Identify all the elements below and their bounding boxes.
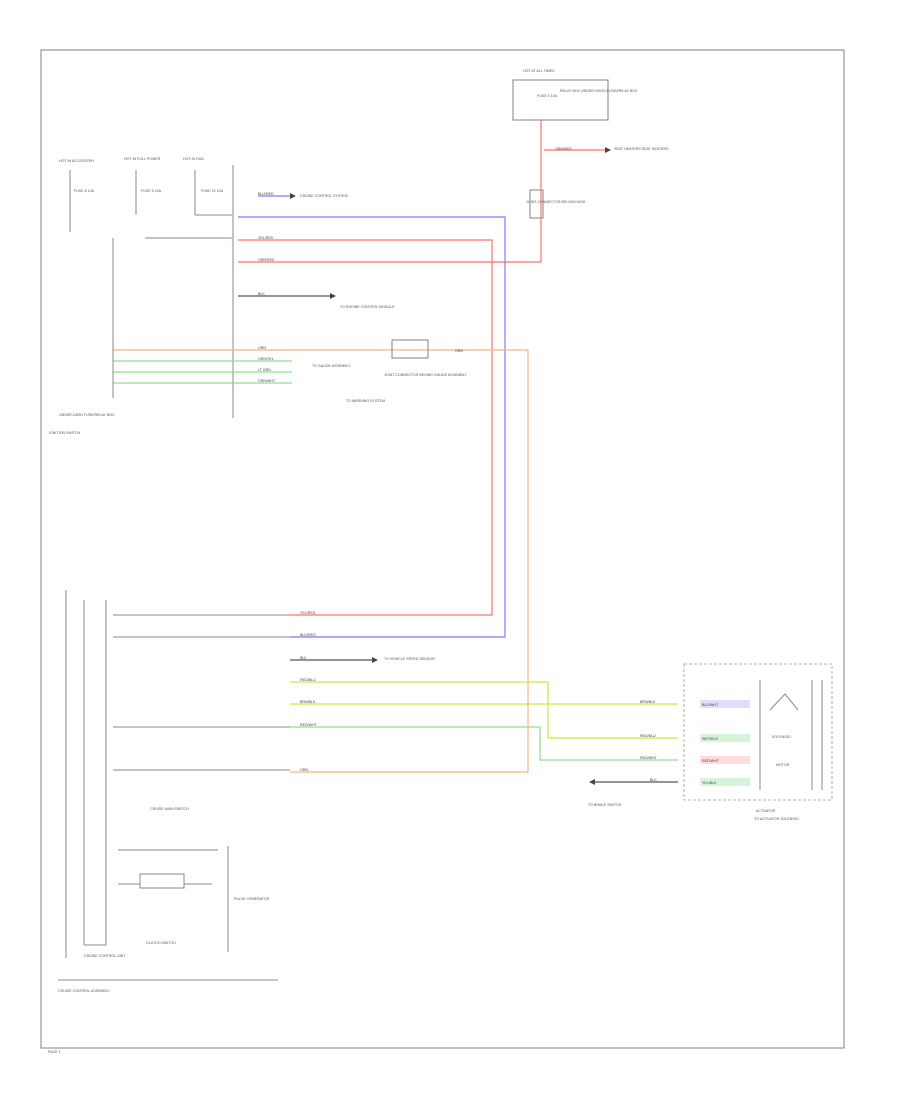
wire-label-orn-2: ORN [455,349,463,353]
label-cruise-unit: CRUISE CONTROL UNIT [84,954,126,958]
fuse-label-c: FUSE 12 10A [201,189,224,193]
label-cruise-control-assembly: CRUISE CONTROL ASSEMBLY [58,989,111,993]
wire-label-orn-3: ORN [300,768,308,772]
label-engine-control: TO ENGINE CONTROL MODULE [340,305,395,309]
wire-blu-red [238,216,506,638]
source-label-accessory: HOT IN ACCESSORY [59,159,95,163]
wire-label-blk-3: BLK [650,778,657,782]
wire-label-red-wht-3: RED/WHT [702,759,720,763]
actuator-tag-1 [700,700,750,708]
footer-label: PAGE 1 [48,1050,61,1054]
wire-red-blu [290,681,678,739]
wire-red-wht [290,726,678,761]
wire-label-blu-red-2: BLU/RED [300,633,316,637]
actuator-assembly: BLU/WHT WHT/BLK RED/WHT YEL/BLK SOLENOID… [683,663,833,821]
source-label-run: HOT IN RUN [183,157,204,161]
wire-label-grn-wht: GRN/WHT [258,379,276,383]
wire-label-red-wht: RED/WHT [300,723,318,727]
relay-box-note: RELAY BOX UNDER-HOOD FUSE/RELAY BOX [560,89,638,93]
actuator-tag-2 [700,734,750,742]
diagram-frame [40,49,845,1049]
wire-label-yel-red-2: YEL/RED [300,611,316,615]
fuse-label-b: FUSE 5 10A [141,189,162,193]
label-ignition-switch: IGNITION SWITCH [49,431,81,435]
label-pulse-generator: PULSE GENERATOR [234,897,270,901]
joint-connector-1 [529,189,544,219]
wire-label-grn-yel: GRN/YEL [258,357,274,361]
wire-yel-red [238,239,493,616]
wire-label-grn-red: GRN/RED [555,147,572,151]
cruise-unit: CRUISE CONTROL UNIT CRUISE CONTROL ASSEM… [58,590,278,993]
label-actuator-solenoid: TO ACTUATOR SOLENOID [754,817,799,821]
relay-box: HOT AT ALL TIMES FUSE 5 10A RELAY BOX UN… [512,69,638,219]
label-cruise-system: CRUISE CONTROL SYSTEM [300,194,348,198]
wire-label-yel-blk: YEL/BLK [702,781,717,785]
label-joint-connector-2: JOINT CONNECTOR BEHIND GAUGE ASSEMBLY [384,373,467,377]
source-label-full-power: HOT IN FULL POWER [124,157,161,161]
fuse-label-a: FUSE 8 10A [74,189,95,193]
wire-label-wht-blk: WHT/BLK [702,737,719,741]
arrow-cruise [290,193,296,199]
actuator-tag-3 [700,756,750,764]
wire-label-brn-blk-2: BRN/BLK [640,700,656,704]
label-cruise-main-switch: CRUISE MAIN SWITCH [150,807,189,811]
switch-symbol [769,693,799,711]
arrow-vss [372,657,378,663]
label-gauge-assembly: TO GAUGE ASSEMBLY [312,364,351,368]
joint-connector-1-label: JOINT CONNECTOR BELOW DASH [526,200,586,204]
wire-label-yel-red: YEL/RED [258,236,274,240]
fuse-source-group: HOT IN ACCESSORY HOT IN FULL POWER HOT I… [59,157,234,418]
label-brake: TO BRAKE SWITCH [588,803,622,807]
wire-label-blk-2: BLK [300,656,307,660]
wire-label-brn-blk: BRN/BLK [300,700,316,704]
source-label-all-times: HOT AT ALL TIMES [523,69,555,73]
wire-orn [113,349,529,773]
label-under-dash: UNDER-DASH FUSE/RELAY BOX [59,413,115,417]
label-clutch-switch: CLUTCH SWITCH [146,941,176,945]
wire-label-red-wht-2: RED/WHT [640,756,658,760]
wire-label-lt-grn: LT GRN [258,368,271,372]
pulse-generator-symbol [139,873,185,889]
label-actuator: ACTUATOR [756,809,776,813]
label-vss: TO VEHICLE SPEED SENSOR [384,657,435,661]
wire-label-red-blu-2: RED/BLU [640,734,656,738]
wire-label-blu-red: BLU/RED [258,192,274,196]
arrow-engine-control [330,293,336,299]
label-solenoid: SOLENOID [772,735,791,739]
wire-label-blk: BLK [258,292,265,296]
arrow-seat-heaters [605,147,611,153]
joint-connector-2 [391,339,429,359]
wire-label-grn-red-2: GRN/RED [258,258,275,262]
fuse-label-d: FUSE 5 10A [537,94,558,98]
label-warning: TO WARNING SYSTEM [346,399,385,403]
arrow-brake [589,779,595,785]
wire-label-red-blu: RED/BLU [300,678,316,682]
label-seat-heaters: SEAT HEATERS SEAT HEATERS [614,147,669,151]
label-motor: MOTOR [776,763,790,767]
wire-label-blu-wht: BLU/WHT [702,703,719,707]
actuator-outline [683,663,833,801]
wire-label-orn: ORN [258,346,266,350]
actuator-tag-4 [700,778,750,786]
relay-box-outline [512,79,609,121]
